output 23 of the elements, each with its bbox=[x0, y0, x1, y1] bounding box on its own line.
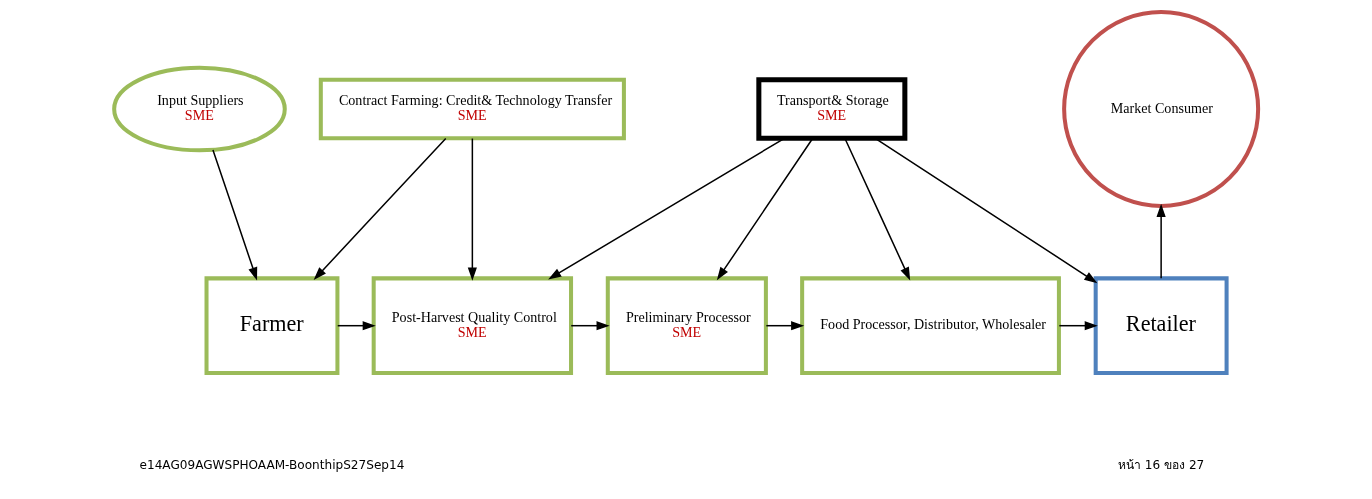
arrow bbox=[1156, 203, 1166, 280]
arrow bbox=[570, 321, 610, 331]
arrow bbox=[1058, 321, 1098, 331]
arrow bbox=[844, 137, 911, 281]
arrow bbox=[765, 321, 805, 331]
node-box: Retailer bbox=[1093, 276, 1229, 376]
node-circle: Market Consumer bbox=[1062, 10, 1261, 209]
arrow bbox=[874, 137, 1098, 284]
node-box: Farmer bbox=[204, 276, 340, 376]
arrow bbox=[467, 137, 477, 281]
node-box: Food Processor, Distributor, Wholesaler bbox=[800, 276, 1061, 376]
arrow bbox=[313, 137, 447, 281]
arrow bbox=[212, 149, 258, 281]
node-box: Preliminary Processor SME bbox=[605, 276, 768, 376]
label: e14AG09AGWSPHOAAM-BoonthipS27Sep14 bbox=[139, 458, 405, 473]
node-ellipse: Input Suppliers SME bbox=[112, 65, 287, 153]
node-box: Transport& Storage SME bbox=[756, 77, 908, 141]
arrow bbox=[336, 321, 376, 331]
arrow bbox=[548, 137, 786, 280]
node-box: Post-Harvest Quality Control SME bbox=[371, 276, 574, 376]
arrow bbox=[716, 137, 814, 281]
node-box: Contract Farming: Credit& Technology Transfer SME bbox=[318, 77, 626, 141]
label: หน้า 16 ของ 27 bbox=[1118, 458, 1205, 473]
